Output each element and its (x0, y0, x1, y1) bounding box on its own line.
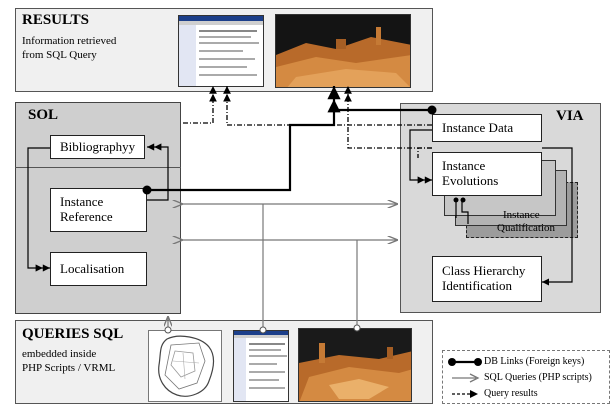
class-hierarchy-line2: Identification (442, 278, 513, 293)
qualification-label-instance: Instance (503, 209, 540, 221)
db-link-dot-instance-data (427, 105, 437, 115)
link-data-evolutions (409, 129, 432, 184)
db-link-dot-reference (142, 185, 152, 195)
legend-result-arrowhead (470, 390, 478, 398)
class-hierarchy-box: Class Hierarchy Identification (432, 256, 542, 302)
results-3d-screenshot (275, 14, 411, 88)
queries-title: QUERIES SQL (22, 326, 124, 342)
link-bib-reference (147, 143, 169, 201)
queries-line1: embedded inside (22, 348, 97, 360)
results-web-screenshot (178, 15, 264, 87)
queries-line2: PHP Scripts / VRML (22, 362, 116, 374)
instance-reference-box: Instance Reference (50, 188, 147, 232)
sql-dot-3d (353, 324, 361, 332)
instance-data-box: Instance Data (432, 114, 542, 142)
instance-evolutions-line2: Evolutions (442, 173, 499, 188)
queries-map-screenshot (148, 330, 222, 402)
instance-reference-line2: Reference (60, 209, 113, 224)
result-path-sol (183, 86, 217, 124)
queries-web-screenshot (233, 330, 289, 402)
queries-3d-screenshot (298, 328, 412, 402)
result-path-via-3 (417, 147, 432, 158)
results-title: RESULTS (22, 12, 89, 28)
results-line1: Information retrieved (22, 35, 117, 47)
db-link-reference-to-data (147, 108, 432, 192)
legend-db-dot-left (448, 358, 456, 366)
result-path-via-2 (344, 86, 432, 149)
qualification-label-qualification: Qualification (497, 222, 556, 234)
instance-reference-line1: Instance (60, 194, 104, 210)
link-evo-qual-2 (461, 200, 469, 224)
localisation-box: Localisation (50, 252, 147, 286)
legend-sql-arrowhead (469, 373, 480, 383)
legend-sql-queries: SQL Queries (PHP scripts) (484, 372, 592, 383)
results-line2: from SQL Query (22, 49, 97, 61)
legend-db-dot-right (474, 358, 482, 366)
link-bib-localisation (27, 147, 50, 272)
evo-dot-1 (453, 197, 459, 203)
legend-query-results: Query results (484, 388, 538, 399)
sol-title: SOL (28, 107, 59, 123)
evo-dot-2 (460, 197, 466, 203)
sql-dot-map (164, 326, 172, 334)
legend-symbols (448, 358, 482, 398)
link-evolutions-class (542, 147, 573, 286)
instance-evolutions-box: Instance Evolutions (432, 152, 542, 196)
instance-evolutions-line1: Instance (442, 158, 486, 174)
sql-dot-web (259, 326, 267, 334)
class-hierarchy-line1: Class Hierarchy (442, 263, 526, 279)
sol-subpanel-divider (15, 167, 181, 168)
bibliography-box: Bibliographyy (50, 135, 145, 159)
result-path-via-1 (223, 86, 432, 126)
via-title: VIA (556, 108, 584, 124)
legend-db-links: DB Links (Foreign keys) (484, 356, 585, 367)
